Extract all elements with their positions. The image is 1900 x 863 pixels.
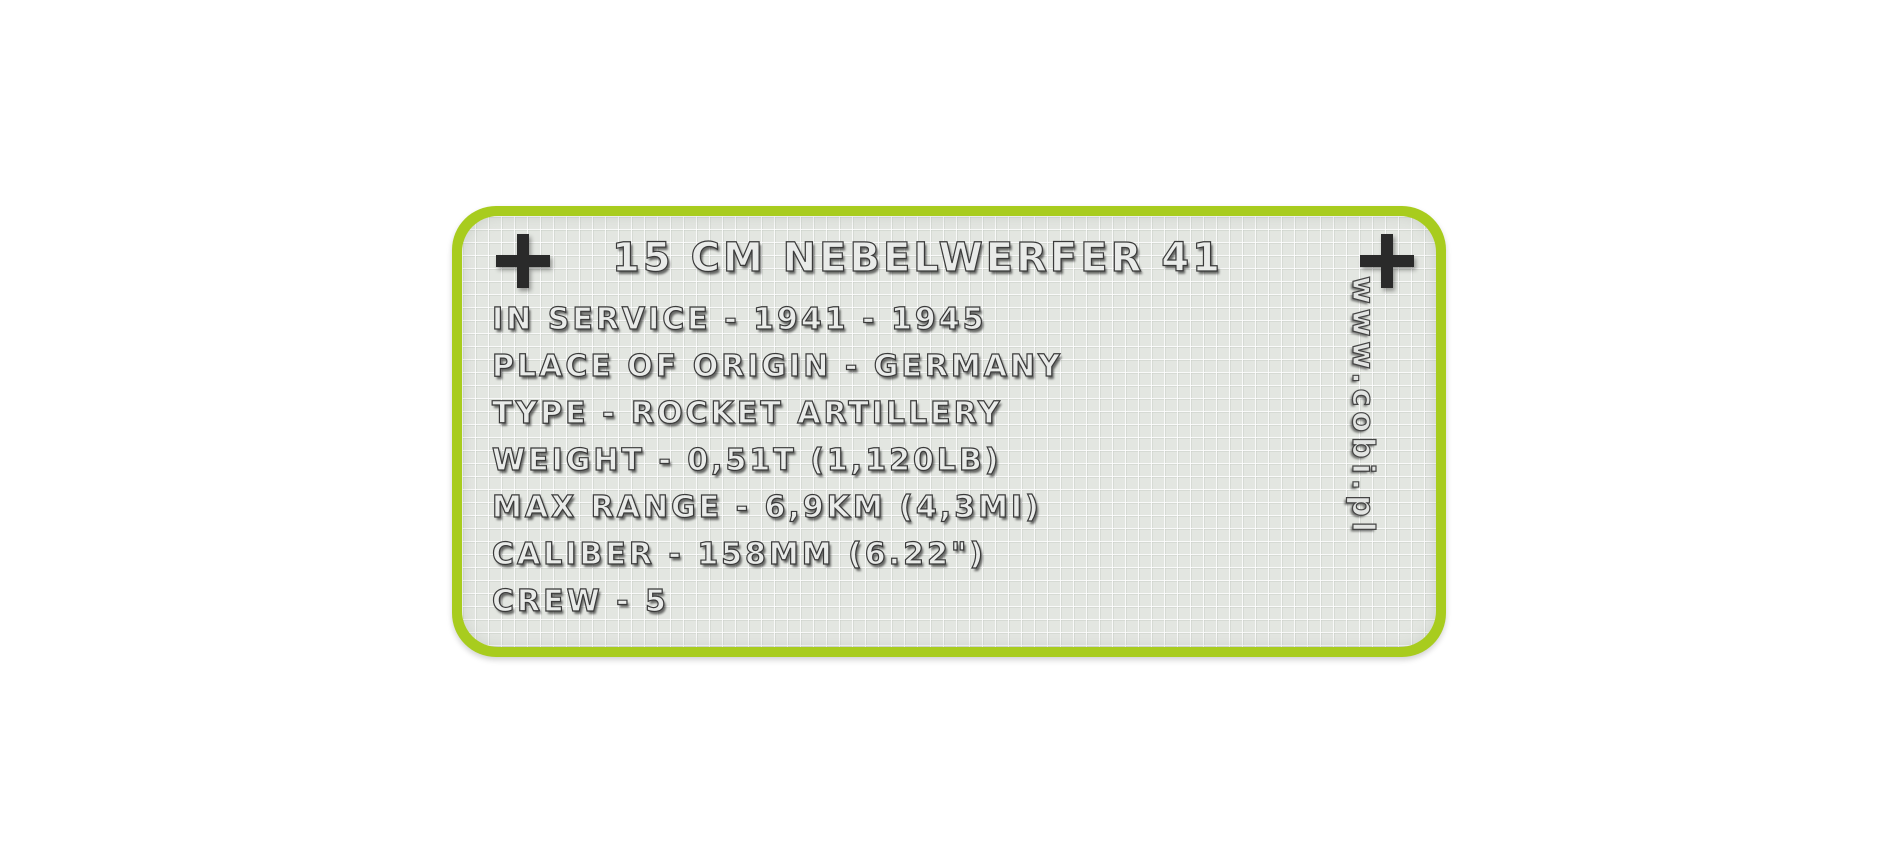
info-panel: 15 CM NEBELWERFER 41 IN SERVICE - 1941 -… (462, 216, 1436, 647)
spec-crew: CREW - 5 (491, 583, 669, 619)
card-title: 15 CM NEBELWERFER 41 (611, 234, 1223, 281)
info-card: 15 CM NEBELWERFER 41 IN SERVICE - 1941 -… (452, 206, 1446, 657)
website-url: www.cobi.pl (1344, 275, 1380, 537)
spec-place-of-origin: PLACE OF ORIGIN - GERMANY (491, 348, 1063, 384)
spec-weight: WEIGHT - 0,51T (1,120LB) (491, 442, 1002, 478)
spec-in-service: IN SERVICE - 1941 - 1945 (491, 301, 987, 337)
spec-max-range: MAX RANGE - 6,9KM (4,3MI) (491, 489, 1042, 525)
balkenkreuz-icon (1360, 234, 1414, 288)
spec-list: IN SERVICE - 1941 - 1945 PLACE OF ORIGIN… (491, 296, 1063, 625)
spec-type: TYPE - ROCKET ARTILLERY (491, 395, 1003, 431)
balkenkreuz-icon (496, 234, 550, 288)
spec-caliber: CALIBER - 158MM (6.22") (491, 536, 987, 572)
